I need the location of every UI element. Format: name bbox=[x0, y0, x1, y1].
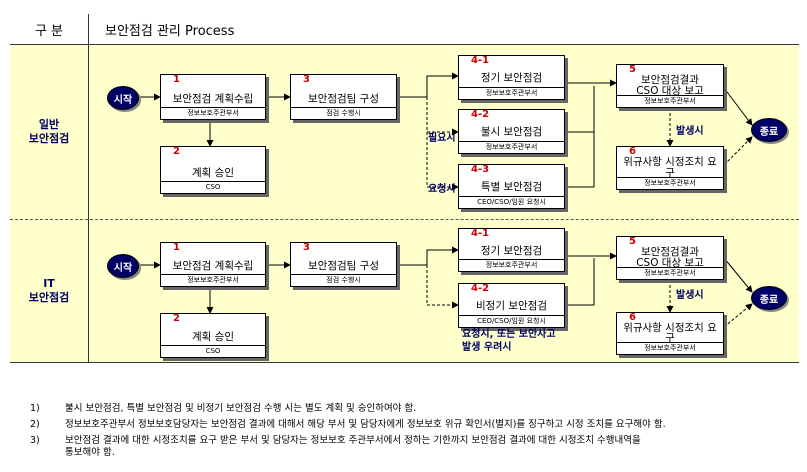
step-title: 위규사항 시정조치 요 bbox=[623, 322, 717, 334]
step-number: 4-2 bbox=[471, 109, 490, 120]
lane-label-it: IT 보안점검 bbox=[10, 219, 89, 362]
step-title-2: 구 bbox=[665, 167, 675, 179]
step-number: 3 bbox=[303, 242, 310, 253]
step-team-box: 3 보안점검팀 구성 점검 수행시 bbox=[290, 242, 397, 287]
step-owner: 점검 수행시 bbox=[291, 107, 396, 119]
lane-label-general: 일반 보안점검 bbox=[10, 45, 89, 219]
step-title: 불시 보안점검 bbox=[480, 126, 543, 138]
step-title: 보안점검팀 구성 bbox=[308, 93, 379, 105]
step-number: 6 bbox=[629, 146, 636, 157]
note-number: 3) bbox=[30, 435, 40, 446]
step-title: 보안점검결과 bbox=[641, 246, 699, 258]
step-owner: 정보보호주관부서 bbox=[161, 107, 265, 119]
condition-request-1: 요청시, 또는 보안사고 bbox=[462, 329, 556, 340]
step-number: 4-3 bbox=[471, 164, 490, 175]
step-title: 정기 보안점검 bbox=[480, 245, 543, 257]
step-number: 5 bbox=[629, 236, 636, 247]
step-fix-box: 6 위규사항 시정조치 요 구 정보보호주관부서 bbox=[616, 146, 724, 190]
condition-occur: 발생시 bbox=[676, 126, 704, 137]
note-text-2: 통보해야 함. bbox=[65, 447, 115, 458]
step-owner: CEO/CSO/임원 요청시 bbox=[459, 315, 564, 327]
step-owner: 정보보호주관부서 bbox=[617, 177, 723, 189]
step-owner: 정보보호주관부서 bbox=[459, 259, 564, 271]
step-owner: 정보보호주관부서 bbox=[617, 342, 723, 354]
step-report-box: 5 보안점검결과 CSO 대상 보고 정보보호주관부서 bbox=[616, 236, 724, 280]
step-number: 4-1 bbox=[471, 228, 490, 239]
step-title: 계획 승인 bbox=[192, 167, 234, 179]
note-text: 보안점검 결과에 대한 시정조치를 요구 받은 부서 및 담당자는 정보보호 주… bbox=[65, 435, 641, 446]
condition-request: 요청시 bbox=[428, 184, 456, 195]
step-owner: 정보보호주관부서 bbox=[617, 267, 723, 279]
step-number: 2 bbox=[173, 313, 180, 324]
start-node: 시작 bbox=[107, 86, 139, 110]
step-number: 1 bbox=[173, 242, 180, 253]
end-node: 종료 bbox=[751, 118, 787, 142]
step-regular-box: 4-1 정기 보안점검 정보보호주관부서 bbox=[458, 55, 565, 100]
step-owner: 정보보호주관부서 bbox=[459, 87, 564, 99]
note-item: 3) 보안점검 결과에 대한 시정조치를 요구 받은 부서 및 담당자는 정보보… bbox=[30, 435, 790, 459]
step-title: 보안점검 계획수립 bbox=[172, 260, 254, 272]
step-number: 5 bbox=[629, 64, 636, 75]
step-owner: 정보보호주관부서 bbox=[161, 274, 265, 286]
step-title-2: 구 bbox=[665, 332, 675, 344]
condition-needed: 필요시 bbox=[428, 133, 456, 144]
table-header bbox=[10, 14, 799, 45]
lane-label-line2: 보안점검 bbox=[28, 132, 70, 145]
step-title: 위규사항 시정조치 요 bbox=[623, 156, 717, 168]
step-title: 특별 보안점검 bbox=[480, 181, 543, 193]
step-team-box: 3 보안점검팀 구성 점검 수행시 bbox=[290, 74, 397, 120]
note-item: 1) 불시 보안점검, 특별 보안점검 및 비정기 보안점검 수행 시는 별도 … bbox=[30, 403, 790, 415]
header-category: 구 분 bbox=[10, 14, 89, 45]
step-owner: CSO bbox=[161, 181, 265, 193]
condition-request-2: 발생 우려시 bbox=[462, 342, 512, 353]
step-title: 보안점검결과 bbox=[641, 74, 699, 86]
step-report-box: 5 보안점검결과 CSO 대상 보고 정보보호주관부서 bbox=[616, 64, 724, 108]
step-owner: 정보보호주관부서 bbox=[459, 141, 564, 153]
header-title: 보안점검 관리 Process bbox=[105, 24, 235, 39]
step-number: 4-1 bbox=[471, 55, 490, 66]
notes-section bbox=[10, 362, 799, 464]
end-node: 종료 bbox=[751, 286, 787, 310]
lane-label-line2: 보안점검 bbox=[28, 290, 70, 304]
step-number: 4-2 bbox=[471, 283, 490, 294]
step-title-2: CSO 대상 보고 bbox=[636, 257, 704, 269]
step-number: 3 bbox=[303, 74, 310, 85]
note-text: 불시 보안점검, 특별 보안점검 및 비정기 보안점검 수행 시는 별도 계획 … bbox=[65, 403, 417, 414]
lane-label-line1: 일반 bbox=[38, 118, 60, 131]
start-node: 시작 bbox=[107, 254, 139, 278]
step-owner: 정보보호주관부서 bbox=[617, 95, 723, 107]
lane-label-line1: IT bbox=[43, 276, 55, 290]
step-title: 비정기 보안점검 bbox=[476, 300, 547, 312]
step-approve-box: 2 계획 승인 CSO bbox=[160, 146, 266, 194]
condition-occur: 발생시 bbox=[676, 290, 704, 301]
step-irregular-box: 4-2 비정기 보안점검 CEO/CSO/임원 요청시 bbox=[458, 283, 565, 328]
step-approve-box: 2 계획 승인 CSO bbox=[160, 313, 266, 358]
step-title: 정기 보안점검 bbox=[480, 72, 543, 84]
step-plan-box: 1 보안점검 계획수립 정보보호주관부서 bbox=[160, 242, 266, 287]
note-text: 정보보호주관부서 정보보호담당자는 보안점검 결과에 대해서 해당 부서 및 담… bbox=[65, 419, 666, 430]
step-surprise-box: 4-2 불시 보안점검 정보보호주관부서 bbox=[458, 109, 565, 154]
step-title: 계획 승인 bbox=[192, 331, 234, 343]
step-number: 1 bbox=[173, 74, 180, 85]
note-number: 1) bbox=[30, 403, 40, 414]
step-owner: CSO bbox=[161, 345, 265, 357]
step-regular-box: 4-1 정기 보안점검 정보보호주관부서 bbox=[458, 228, 565, 272]
note-item: 2) 정보보호주관부서 정보보호담당자는 보안점검 결과에 대해서 해당 부서 … bbox=[30, 419, 790, 431]
step-title: 보안점검팀 구성 bbox=[308, 260, 379, 272]
step-owner: 점검 수행시 bbox=[291, 274, 396, 286]
step-special-box: 4-3 특별 보안점검 CEO/CSO/임원 요청시 bbox=[458, 164, 565, 209]
step-owner: CEO/CSO/임원 요청시 bbox=[459, 196, 564, 208]
step-fix-box: 6 위규사항 시정조치 요 구 정보보호주관부서 bbox=[616, 312, 724, 355]
step-number: 2 bbox=[173, 146, 180, 157]
note-number: 2) bbox=[30, 419, 40, 430]
step-title-2: CSO 대상 보고 bbox=[636, 85, 704, 97]
step-plan-box: 1 보안점검 계획수립 정보보호주관부서 bbox=[160, 74, 266, 120]
step-number: 6 bbox=[629, 312, 636, 323]
step-title: 보안점검 계획수립 bbox=[172, 93, 254, 105]
